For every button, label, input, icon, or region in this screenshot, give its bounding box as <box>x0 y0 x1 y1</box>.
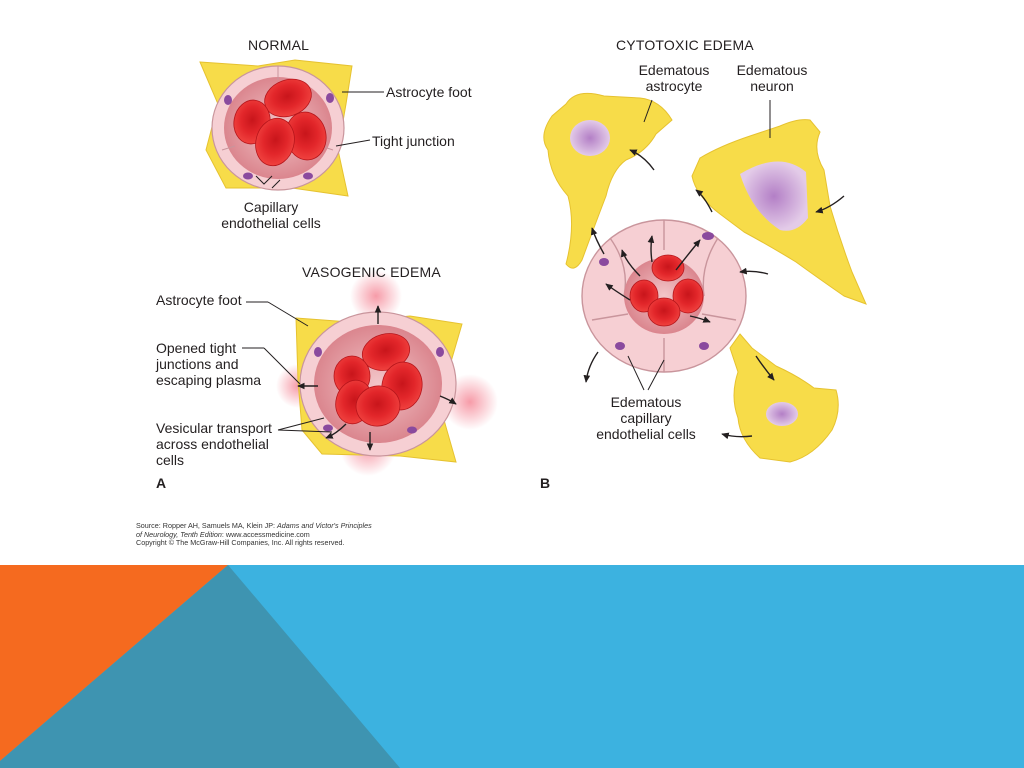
cytotoxic-capillary <box>543 92 867 463</box>
leader-lines <box>242 91 771 433</box>
vasogenic-vesicular-label: Vesicular transport across endothelial c… <box>156 420 272 468</box>
normal-tight-junction-label: Tight junction <box>372 133 455 149</box>
source-copyright: Copyright © The McGraw-Hill Companies, I… <box>136 538 345 548</box>
vasogenic-astrocyte-foot-label: Astrocyte foot <box>156 292 242 308</box>
edematous-capillary-label: Edematous capillary endothelial cells <box>596 394 696 442</box>
source-url: : www.accessmedicine.com <box>221 529 310 539</box>
source-book-edition: of Neurology, Tenth Edition <box>136 529 222 539</box>
vasogenic-opened-junctions-label: Opened tight junctions and escaping plas… <box>156 340 262 388</box>
vasogenic-capillary <box>276 270 498 476</box>
footer-band <box>0 565 1024 768</box>
source-citation: Source: Ropper AH, Samuels MA, Klein JP:… <box>136 521 436 548</box>
vasogenic-title: VASOGENIC EDEMA <box>302 264 441 280</box>
edematous-astrocyte-label: Edematous astrocyte <box>638 62 710 94</box>
normal-astrocyte-foot-label: Astrocyte foot <box>386 84 472 100</box>
cytotoxic-title: CYTOTOXIC EDEMA <box>616 37 754 53</box>
edematous-neuron-label: Edematous neuron <box>736 62 808 94</box>
footer-teal-triangle <box>0 565 400 768</box>
source-prefix: Source: Ropper AH, Samuels MA, Klein JP: <box>136 521 278 530</box>
normal-title: NORMAL <box>248 37 310 53</box>
normal-capillary-label: Capillary endothelial cells <box>221 199 321 231</box>
panel-a-label: A <box>156 475 167 491</box>
edema-figure <box>199 59 867 476</box>
normal-capillary <box>199 59 353 197</box>
panel-b-label: B <box>540 475 551 491</box>
source-book-title: Adams and Victor's Principles <box>277 521 372 530</box>
